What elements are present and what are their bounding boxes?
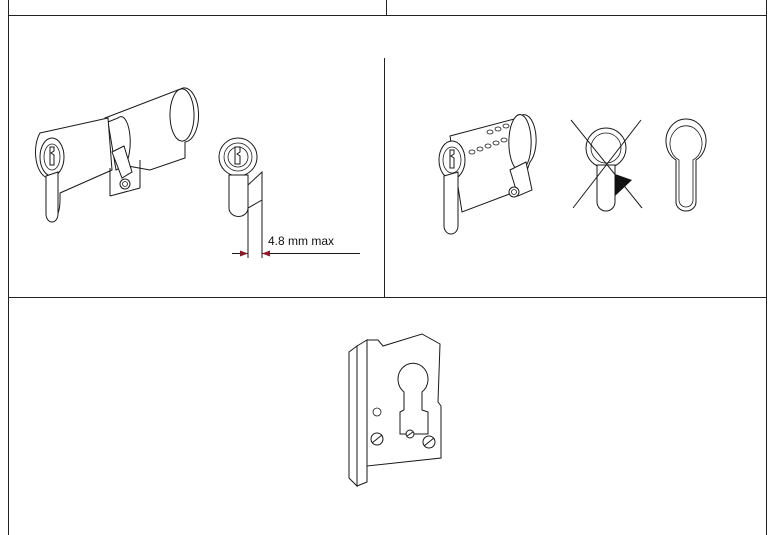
half-cylinder-illustration: [438, 114, 537, 235]
lock-case-illustration: [348, 333, 442, 488]
correct-escutcheon: [665, 118, 707, 212]
dimension-label: 4.8 mm max: [268, 234, 334, 248]
pin-holes: [468, 123, 510, 155]
double-cylinder-illustration: [35, 87, 200, 223]
diagram-frame: [8, 0, 767, 535]
projection-dimension: 4.8 mm max: [232, 172, 360, 258]
cylinder-projection-profile: [218, 137, 263, 217]
incorrect-escutcheon: [570, 119, 643, 212]
cross-out-icon: [570, 119, 643, 209]
